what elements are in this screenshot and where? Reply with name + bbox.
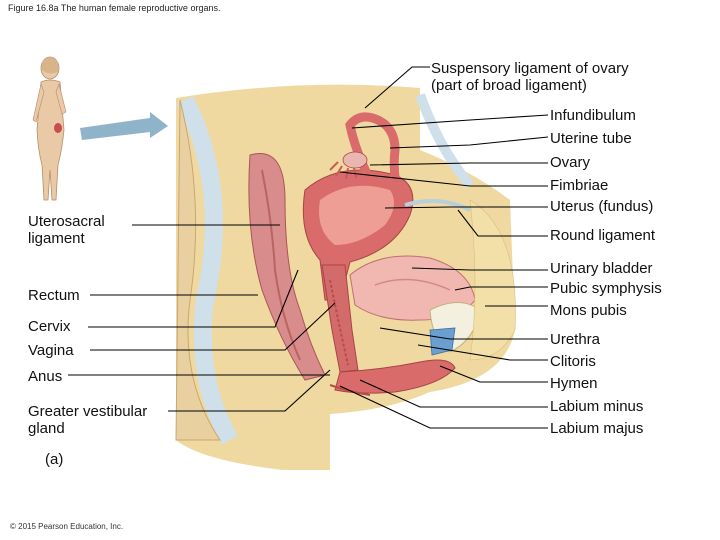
label-suspensory-ligament: Suspensory ligament of ovary (part of br… <box>431 60 629 94</box>
label-cervix: Cervix <box>28 318 71 335</box>
panel-label: (a) <box>45 451 64 468</box>
label-hymen: Hymen <box>550 375 598 392</box>
label-mons-pubis: Mons pubis <box>550 302 627 319</box>
label-labium-minus: Labium minus <box>550 398 644 415</box>
label-infundibulum: Infundibulum <box>550 107 636 124</box>
orientation-arrow <box>80 112 168 140</box>
label-uterine-tube: Uterine tube <box>550 130 632 147</box>
label-fimbriae: Fimbriae <box>550 177 609 194</box>
label-vagina: Vagina <box>28 342 74 359</box>
label-urinary-bladder: Urinary bladder <box>550 260 653 277</box>
label-uterus-fundus: Uterus (fundus) <box>550 198 654 215</box>
label-rectum: Rectum <box>28 287 80 304</box>
label-anus: Anus <box>28 368 63 385</box>
orientation-figure <box>32 56 67 201</box>
label-labium-majus: Labium majus <box>550 420 644 437</box>
label-urethra: Urethra <box>550 331 601 348</box>
label-uterosacral-ligament: Uterosacral ligament <box>28 213 105 247</box>
label-pubic-symphysis: Pubic symphysis <box>550 280 662 297</box>
sagittal-section <box>175 84 516 471</box>
copyright-notice: © 2015 Pearson Education, Inc. <box>10 522 124 531</box>
figure-caption: Figure 16.8a The human female reproducti… <box>8 3 221 13</box>
label-clitoris: Clitoris <box>550 353 596 370</box>
label-ovary: Ovary <box>550 154 591 171</box>
label-round-ligament: Round ligament <box>550 227 656 244</box>
leader-lines <box>68 66 549 429</box>
label-greater-vestibular-gland: Greater vestibular gland <box>28 403 148 437</box>
